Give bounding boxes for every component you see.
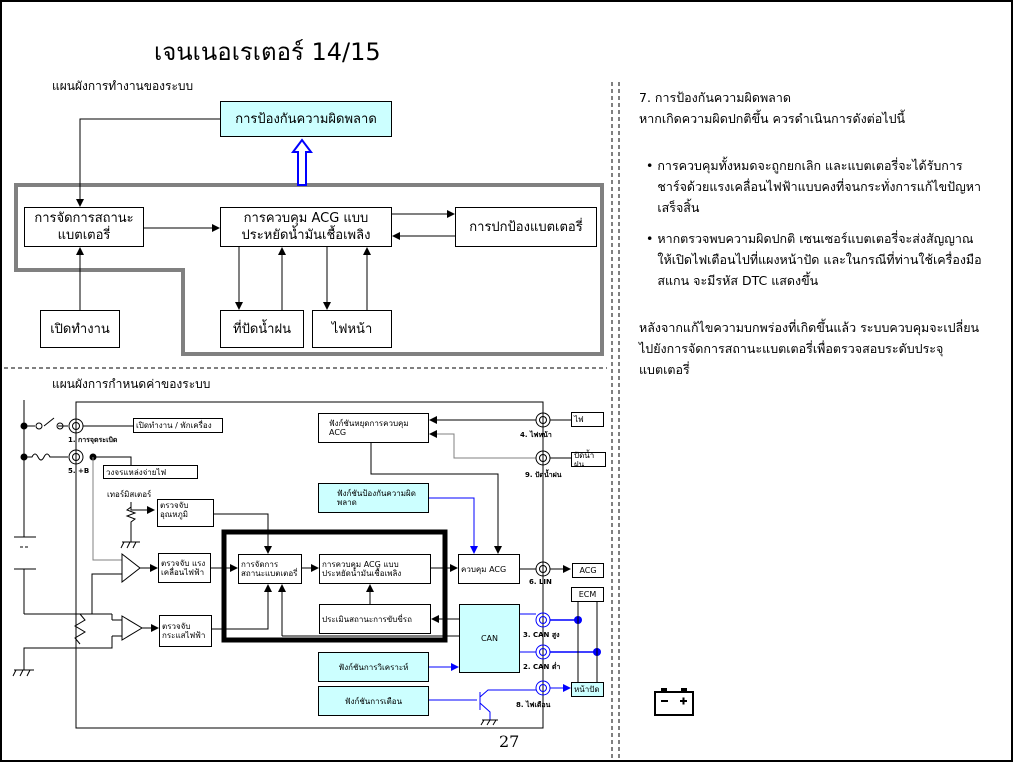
- right-heading: 7. การป้องกันความผิดพลาด: [639, 90, 791, 105]
- bullet-1: • การควบคุมทั้งหมดจะถูกยกเลิก และแบตเตอร…: [646, 155, 986, 218]
- can-box: CAN: [459, 604, 520, 673]
- ext-ecm-box: ECM: [571, 587, 604, 602]
- bullet-2-text: หากตรวจพบความผิดปกติ เซนเซอร์แบตเตอรี่จะ…: [657, 231, 982, 288]
- upper-heading: แผนผังการทำงานของระบบ: [52, 79, 194, 93]
- wiper-box: ที่ปัดน้ำฝน: [220, 310, 304, 348]
- pin4-label: 4. ไฟหน้า: [520, 431, 552, 439]
- pin9-label: 9. ปัดน้ำฝน: [525, 471, 562, 479]
- pin5-label: 5. +B: [68, 467, 90, 475]
- voltage-detect-box: ตรวจจับ แรงเคลื่อนไฟฟ้า: [158, 553, 211, 583]
- fail-safe-box: การป้องกันความผิดพลาด: [220, 101, 392, 137]
- pin8-label: 8. ไฟเตือน: [516, 701, 551, 709]
- headlight-box: ไฟหน้า: [312, 310, 392, 348]
- battery-icon: [654, 688, 694, 716]
- bullet-1-text: การควบคุมทั้งหมดจะถูกยกเลิก และแบตเตอรี่…: [657, 158, 982, 215]
- thermistor-label: เทอร์มิสเตอร์: [107, 490, 152, 499]
- acg-ctrl-box: ควบคุม ACG: [458, 554, 520, 584]
- ext-wiper-box: ปัดน้ำฝน: [571, 451, 606, 469]
- acg-stop-box: ฟังก์ชันหยุดการควบคุม ACG: [318, 413, 429, 443]
- ext-meter-box: หน้าปัด: [571, 682, 604, 697]
- right-closing: หลังจากแก้ไขความบกพร่องที่เกิดขึ้นแล้ว ร…: [639, 320, 980, 377]
- page-number: 27: [499, 732, 520, 751]
- acg-control-box-lower: การควบคุม ACG แบบ ประหยัดน้ำมันเชื้อเพลิ…: [319, 554, 431, 584]
- current-detect-box: ตรวจจับ กระแสไฟฟ้า: [159, 615, 212, 647]
- diag-fn-box: ฟังก์ชันการวิเคราะห์: [318, 652, 429, 682]
- page-title: เจนเนอเรเตอร์ 14/15: [154, 38, 381, 66]
- temp-detect-box: ตรวจจับอุณหภูมิ: [157, 499, 214, 527]
- acg-control-box: การควบคุม ACG แบบ ประหยัดน้ำมันเชื้อเพลิ…: [220, 207, 392, 247]
- right-intro: หากเกิดความผิดปกติขึ้น ควรดำเนินการดังต่…: [639, 111, 906, 126]
- fail-safe-fn-box: ฟังก์ชันป้องกันความผิดพลาด: [318, 483, 429, 513]
- ignition-label-box: เปิดทำงาน / พักเครื่อง: [133, 418, 223, 433]
- pin6-label: 6. LIN: [529, 578, 552, 586]
- warn-fn-box: ฟังก์ชันการเตือน: [318, 686, 429, 716]
- pin2-label: 2. CAN ต่ำ: [523, 663, 561, 671]
- ignition-on-box: เปิดทำงาน: [40, 310, 120, 348]
- battery-protect-box: การปกป้องแบตเตอรี่: [455, 207, 597, 247]
- lower-heading: แผนผังการกำหนดค่าของระบบ: [52, 377, 211, 391]
- ext-light-box: ไฟ: [571, 412, 604, 427]
- battery-mgmt-box-lower: การจัดการ สถานะแบตเตอรี่: [238, 554, 302, 584]
- bullet-2: • หากตรวจพบความผิดปกติ เซนเซอร์แบตเตอรี่…: [646, 228, 986, 291]
- driving-eval-box: ประเมินสถานะการขับขี่รถ: [319, 604, 431, 634]
- pin3-label: 3. CAN สูง: [523, 631, 560, 639]
- power-circuit-box: วงจรแหล่งจ่ายไฟ: [103, 465, 198, 479]
- ext-acg-box: ACG: [572, 563, 604, 578]
- pin1-label: 1. การจุดระเบิด: [68, 436, 118, 444]
- battery-mgmt-box: การจัดการสถานะ แบตเตอรี่: [24, 207, 144, 247]
